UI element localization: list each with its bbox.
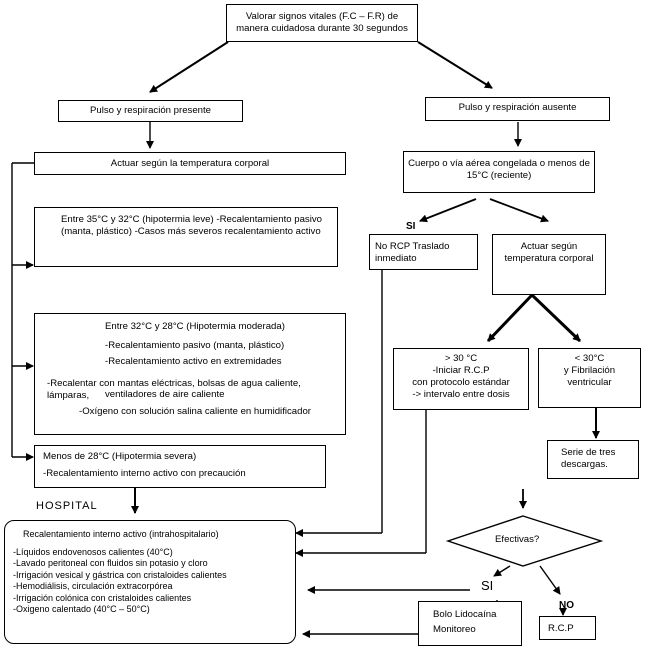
hospital-label: HOSPITAL	[36, 500, 98, 512]
node-interno-item2: -Lavado peritoneal con fluidos sin potas…	[13, 558, 208, 568]
node-moderada-item4: ventiladores de aire caliente	[105, 389, 225, 400]
node-moderada-item5: -Oxígeno con solución salina caliente en…	[79, 406, 311, 417]
node-descargas-line1: Serie de tres	[561, 447, 616, 458]
arrow-to-no-rcp	[419, 198, 477, 223]
node-bolo-lidocaina: Bolo Lidocaína Monitoreo	[418, 601, 522, 646]
node-moderada-title: Entre 32°C y 28°C (Hipotermia moderada)	[105, 321, 285, 332]
node-interno-item4: -Hemodiálisis, circulación extracorpórea	[13, 581, 173, 591]
node-menor30-line1: < 30°C	[574, 353, 605, 364]
arrow-to-menor30	[530, 293, 582, 343]
arrow-top-to-absent	[417, 41, 493, 89]
node-moderada-item3: -Recalentar con mantas eléctricas, bolsa…	[47, 378, 301, 401]
node-hipotermia-severa: Menos de 28°C (Hipotermia severa) -Recal…	[34, 445, 326, 488]
node-cuerpo-congelado: Cuerpo o vía aérea congelada o menos de …	[403, 151, 595, 193]
arrow-to-mayor30	[486, 293, 534, 343]
node-interno-item5: -Irrigación colónica con cristaloides ca…	[13, 592, 192, 603]
node-interno-item6: -Oxigeno calentado (40°C – 50°C)	[13, 604, 150, 614]
node-leve-line2: (manta, plástico) -Casos más severos rec…	[61, 226, 321, 237]
node-no-rcp: No RCP Traslado inmediato	[369, 234, 478, 270]
node-no-rcp-line1: No RCP Traslado	[375, 241, 450, 252]
arrow-to-si2	[493, 565, 511, 577]
label-no: NO	[559, 600, 574, 611]
node-valorar-signos: Valorar signos vitales (F.C – F.R) de ma…	[226, 4, 418, 42]
node-actuar2-line1: Actuar según	[520, 241, 578, 252]
node-leve-line1: Entre 35°C y 32°C (hipotermia leve) -Rec…	[61, 214, 322, 225]
node-valorar-line2: manera cuidadosa durante 30 segundos	[236, 23, 408, 34]
label-si-2: SI	[481, 578, 494, 593]
arrow-top-to-present	[149, 41, 229, 93]
label-si-1: SI	[406, 221, 416, 232]
node-valorar-line1: Valorar signos vitales (F.C – F.R) de	[245, 11, 399, 22]
node-pulso-ausente: Pulso y respiración ausente	[425, 97, 610, 121]
node-hipotermia-leve: Entre 35°C y 32°C (hipotermia leve) -Rec…	[34, 207, 338, 267]
node-congelada-line2: 15°C (reciente)	[466, 170, 532, 181]
node-bolo-line1: Bolo Lidocaína	[433, 609, 497, 620]
node-mayor30-line3: con protocolo estándar	[412, 377, 510, 388]
node-interno-item1: -Líquidos endovenosos calientes (40°C)	[13, 546, 173, 557]
arrow-to-no	[539, 565, 561, 595]
node-descargas-line2: descargas.	[561, 459, 608, 470]
node-pulso-presente: Pulso y respiración presente	[58, 100, 243, 122]
node-hipotermia-moderada: Entre 32°C y 28°C (Hipotermia moderada) …	[34, 313, 346, 435]
node-interno-title: Recalentamiento interno activo (intrahos…	[23, 529, 219, 539]
node-bolo-line2: Monitoreo	[433, 624, 476, 635]
node-interno-item3: -Irrigación vesical y gástrica con crist…	[13, 569, 227, 580]
node-moderada-item2: -Recalentamiento activo en extremidades	[105, 356, 282, 367]
node-actuar-temperatura: Actuar según la temperatura corporal	[34, 152, 346, 175]
node-mayor30-line1: > 30 °C	[444, 353, 478, 364]
node-actuar-temperatura-2: Actuar según temperatura corporal	[492, 234, 606, 295]
node-mayor30-line2: -Iniciar R.C.P	[432, 365, 490, 376]
arrow-to-actuar2	[489, 198, 549, 223]
node-congelada-line1: Cuerpo o vía aérea congelada o menos de	[408, 158, 590, 169]
efectivas-diamond	[445, 515, 604, 567]
node-mayor-30: > 30 °C -Iniciar R.C.P con protocolo est…	[393, 348, 529, 410]
node-pulso-ausente-label: Pulso y respiración ausente	[458, 102, 577, 113]
node-severa-line2: -Recalentamiento interno activo con prec…	[43, 468, 246, 479]
node-pulso-presente-label: Pulso y respiración presente	[89, 105, 212, 116]
node-rcp-label: R.C.P	[548, 623, 574, 634]
node-moderada-item1: -Recalentamiento pasivo (manta, plástico…	[105, 340, 285, 351]
label-efectivas: Efectivas?	[495, 534, 540, 545]
node-serie-descargas: Serie de tres descargas.	[547, 440, 639, 479]
node-menor-30: < 30°C y Fibrilación ventricular	[538, 348, 641, 408]
node-actuar2-line2: temperatura corporal	[504, 253, 594, 264]
node-no-rcp-line2: inmediato	[375, 253, 417, 264]
node-menor30-line3: ventricular	[567, 377, 612, 388]
node-menor30-line2: y Fibrilación	[563, 365, 616, 376]
node-rcp: R.C.P	[539, 616, 596, 640]
node-recalentamiento-interno: Recalentamiento interno activo (intrahos…	[4, 520, 296, 644]
node-mayor30-line4: -> intervalo entre dosis	[412, 389, 510, 400]
node-severa-line1: Menos de 28°C (Hipotermia severa)	[43, 451, 197, 462]
node-actuar-temperatura-label: Actuar según la temperatura corporal	[110, 158, 270, 169]
